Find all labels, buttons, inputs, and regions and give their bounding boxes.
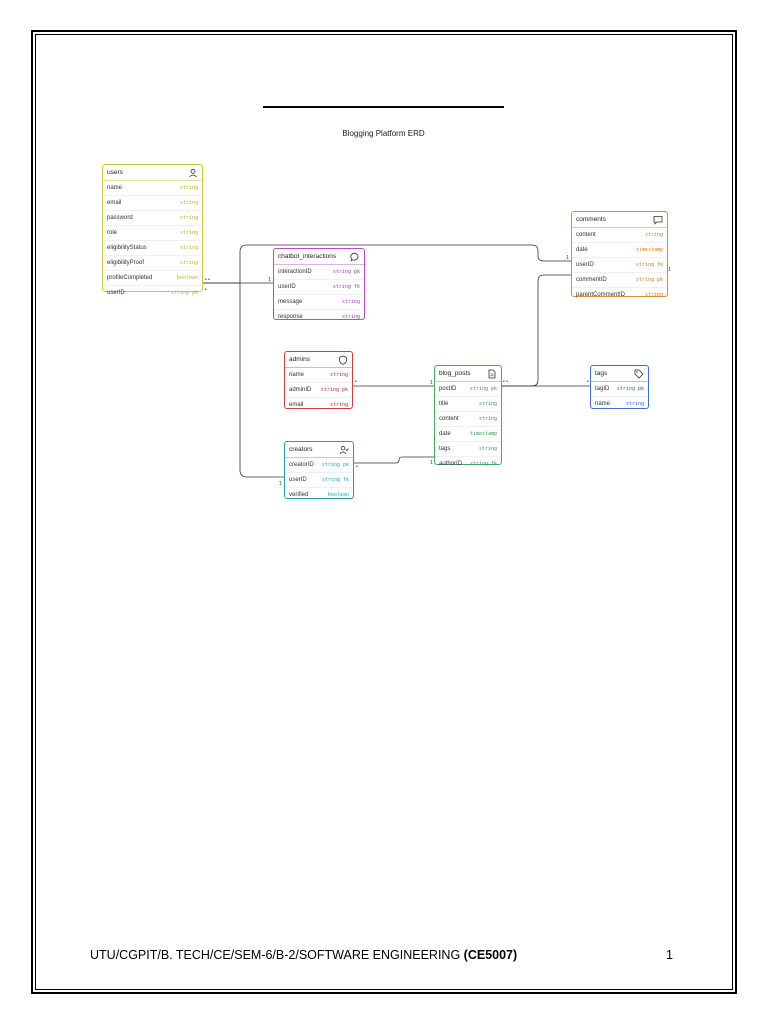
comment-icon bbox=[653, 215, 663, 225]
shield-icon bbox=[339, 355, 347, 365]
footer-course-text: UTU/CGPIT/B. TECH/CE/SEM-6/B-2/SOFTWARE … bbox=[90, 948, 517, 962]
entity-creators-title: creators bbox=[289, 446, 313, 453]
entity-comments-title: comments bbox=[576, 216, 606, 223]
entity-users-title: users bbox=[107, 169, 123, 176]
document-icon bbox=[488, 369, 496, 378]
tag-icon bbox=[634, 369, 644, 379]
diagram-title: Blogging Platform ERD bbox=[342, 129, 425, 138]
entity-tags-title: tags bbox=[595, 370, 608, 377]
entity-chatbot-title: chatbot_interactions bbox=[278, 253, 337, 260]
title-rule bbox=[263, 106, 504, 108]
footer-course-code: (CE5007) bbox=[463, 948, 518, 962]
page-number: 1 bbox=[666, 948, 673, 962]
user-icon bbox=[189, 168, 197, 177]
page-border-outer bbox=[31, 30, 737, 994]
user-check-icon bbox=[339, 445, 349, 454]
entity-blog-posts-title: blog_posts bbox=[439, 370, 471, 377]
page-border-inner bbox=[35, 34, 733, 990]
entity-admins-title: admins bbox=[289, 356, 310, 363]
chat-icon bbox=[350, 252, 359, 262]
footer-course-label: UTU/CGPIT/B. TECH/CE/SEM-6/B-2/SOFTWARE … bbox=[90, 948, 464, 962]
